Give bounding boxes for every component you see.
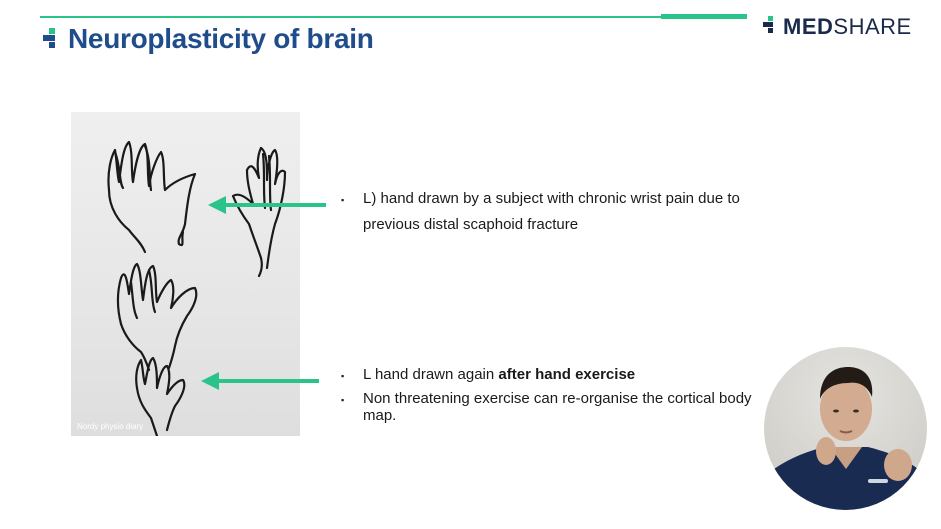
photo-watermark: Nordy physio diary <box>77 422 144 431</box>
bullet-item: ▪ L hand drawn again after hand exercise <box>341 362 763 390</box>
bullet-item: ▪ Non threatening exercise can re-organi… <box>341 390 763 425</box>
plus-icon <box>43 28 55 48</box>
presenter-avatar <box>764 367 927 510</box>
medshare-logo: MEDSHARE <box>762 14 912 40</box>
slide-header: Neuroplasticity of brain <box>42 23 374 55</box>
medshare-logo-icon <box>763 16 773 33</box>
bullet-item: ▪ L) hand drawn by a subject with chroni… <box>341 186 763 237</box>
hand-drawings-photo: Nordy physio diary <box>71 112 300 436</box>
bullet-marker: ▪ <box>341 195 345 205</box>
hand-drawings-illustration <box>107 140 287 436</box>
arrow-left-icon <box>208 196 326 214</box>
bullet-text: L hand drawn again after hand exercise <box>363 366 636 383</box>
bullet-emphasis: after hand exercise <box>498 366 636 383</box>
bullet-marker: ▪ <box>341 395 345 405</box>
slide-title: Neuroplasticity of brain <box>68 23 374 54</box>
medshare-wordmark: MEDSHARE <box>783 14 912 39</box>
header-accent-bar <box>661 14 747 19</box>
presenter-webcam <box>764 347 927 510</box>
bullet-text: Non threatening exercise can re-organise… <box>363 390 752 425</box>
header-divider-line <box>40 16 745 18</box>
bullet-text: L) hand drawn by a subject with chronic … <box>363 190 740 233</box>
arrow-left-icon <box>201 372 319 390</box>
bullet-marker: ▪ <box>341 371 345 381</box>
